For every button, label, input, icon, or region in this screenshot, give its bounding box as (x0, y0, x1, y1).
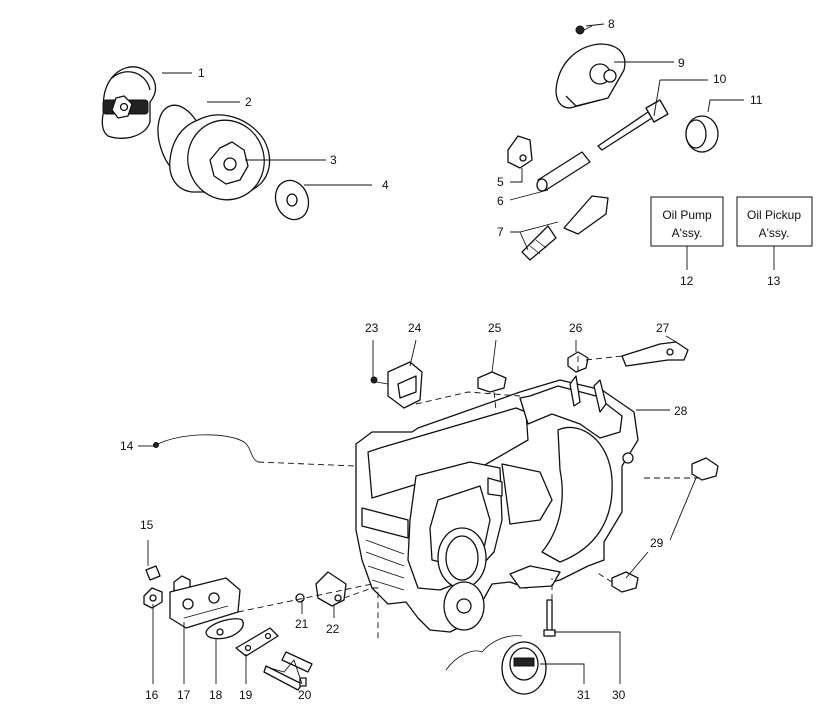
pump-worm-gear (685, 115, 719, 153)
callout-3: 3 (330, 153, 337, 167)
callout-11: 11 (750, 93, 763, 107)
callout-13: 13 (767, 274, 781, 288)
oil-pickup-box-line1: Oil Pickup (747, 208, 801, 222)
callout-28: 28 (674, 404, 688, 418)
bar-stud-screw (145, 565, 161, 581)
adjuster-screw (263, 651, 313, 691)
callout-20: 20 (298, 688, 312, 702)
pump-plunger-pin (536, 151, 591, 192)
oil-pickup-filter (521, 195, 609, 261)
pump-bolt (575, 25, 593, 35)
pump-shaft (597, 99, 669, 151)
callout-27: 27 (656, 321, 670, 335)
rubber-mount (477, 371, 507, 393)
clutch-washer (274, 179, 310, 221)
chain-catcher (315, 571, 347, 607)
clutch-shoe (101, 66, 157, 139)
oil-pickup-assembly-box: Oil Pickup A'ssy. (736, 196, 813, 270)
tensioner-screw (295, 593, 305, 603)
crankcase-housing (355, 375, 639, 633)
brake-bracket (387, 361, 423, 409)
callout-23: 23 (365, 321, 379, 335)
bar-plate (205, 618, 244, 640)
callout-5: 5 (497, 175, 504, 189)
callout-15: 15 (140, 518, 154, 532)
oil-hose (153, 434, 259, 463)
callout-2: 2 (245, 95, 252, 109)
callout-8: 8 (608, 17, 615, 31)
callout-1: 1 (198, 66, 205, 80)
callout-18: 18 (209, 688, 223, 702)
pump-cover (555, 43, 626, 109)
callout-22: 22 (326, 622, 340, 636)
callout-4: 4 (382, 178, 389, 192)
callout-25: 25 (488, 321, 502, 335)
callout-16: 16 (145, 688, 159, 702)
callout-14: 14 (120, 439, 134, 453)
callout-31: 31 (577, 688, 591, 702)
oil-pump-assembly-box: Oil Pump A'ssy. (650, 196, 724, 270)
oil-pickup-box-line2: A'ssy. (759, 226, 790, 240)
oil-adjuster-lever (621, 341, 689, 367)
callout-6: 6 (497, 194, 504, 208)
oil-pump-box-line2: A'ssy. (672, 226, 703, 240)
oil-pump-box-line1: Oil Pump (662, 208, 712, 222)
clutch-drum-sprocket (169, 114, 271, 201)
callout-17: 17 (177, 688, 191, 702)
pump-clip (507, 135, 533, 169)
callout-30: 30 (612, 688, 626, 702)
sprocket-cover-plate (169, 577, 241, 629)
callout-21: 21 (295, 617, 309, 631)
oil-tank-cap (445, 635, 547, 695)
callout-10: 10 (713, 72, 727, 86)
callout-29: 29 (650, 536, 664, 550)
side-rubber-mount (611, 457, 719, 593)
callout-12: 12 (680, 274, 694, 288)
callout-19: 19 (239, 688, 253, 702)
brake-bolt (370, 376, 389, 385)
mounting-screw (543, 599, 556, 637)
callout-26: 26 (569, 321, 583, 335)
callout-7: 7 (497, 225, 504, 239)
chain-adjuster (235, 627, 279, 657)
callout-24: 24 (408, 321, 422, 335)
callout-9: 9 (678, 56, 685, 70)
